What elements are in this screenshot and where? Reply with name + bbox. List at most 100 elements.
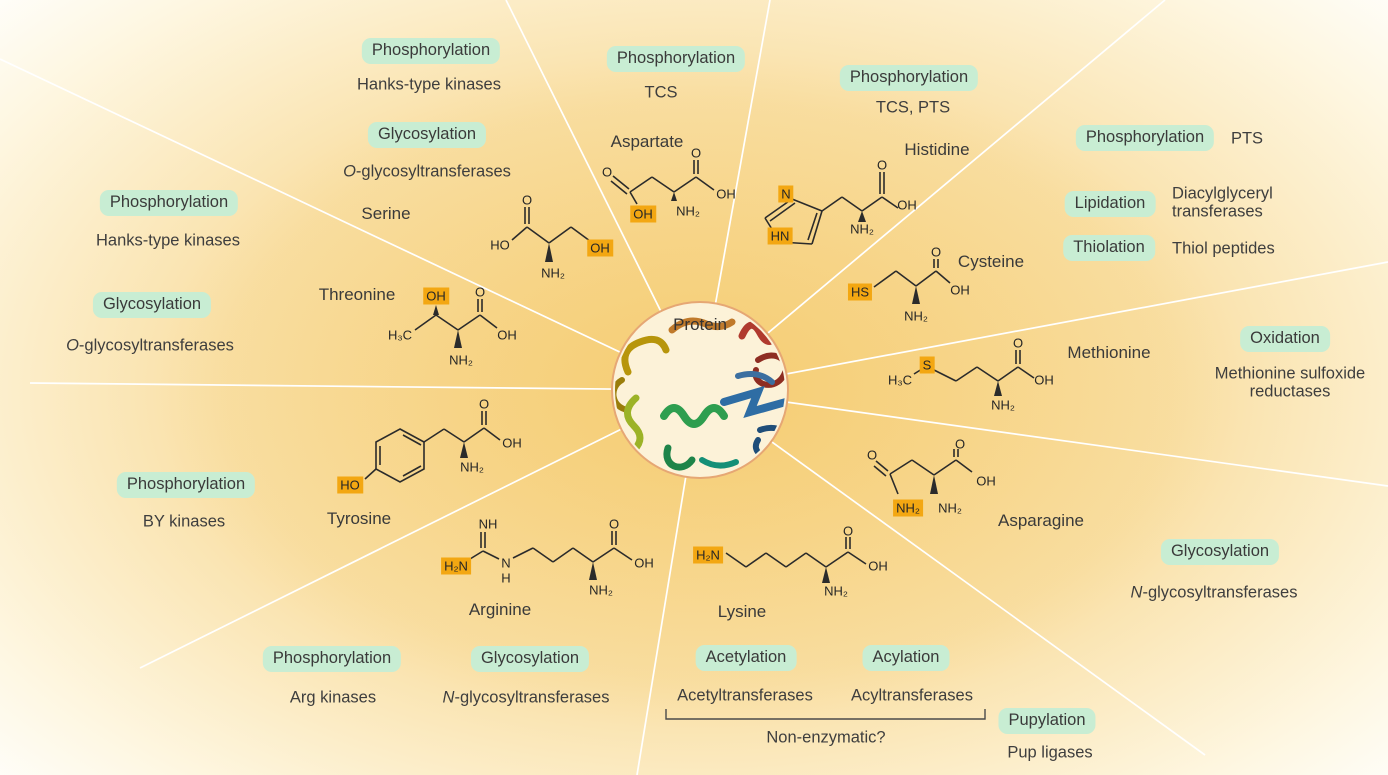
divider-methionine-asparagine <box>699 389 1388 487</box>
atom-label: O <box>876 157 888 173</box>
atom-label: H₃C <box>387 327 413 343</box>
atom-label: O <box>1012 335 1024 351</box>
enzymes-label-arginine-glycosylation: N-glycosyltransferases <box>442 688 610 707</box>
modification-badge-phosphorylation-serine: Phosphorylation <box>361 38 501 64</box>
atom-label: O <box>930 244 942 260</box>
protein-center-label: Protein <box>673 315 727 334</box>
atom-label-highlight: OH <box>630 205 656 223</box>
atom-label: O <box>474 284 486 300</box>
arginine-structure <box>469 531 633 580</box>
tyrosine-structure <box>364 411 501 483</box>
atom-label: NH₂ <box>449 352 473 368</box>
modification-badge-phosphorylation-threonine: Phosphorylation <box>99 190 239 216</box>
lysine-structure <box>725 537 867 583</box>
modification-badge-glycosylation-asparagine: Glycosylation <box>1160 539 1280 565</box>
modification-badge-acetylation-lysine: Acetylation <box>695 645 797 671</box>
atom-label-highlight: NH₂ <box>893 499 923 517</box>
atom-label: O <box>608 516 620 532</box>
amino-acid-label-cysteine: Cysteine <box>957 252 1025 271</box>
modification-badge-acylation-lysine: Acylation <box>862 645 950 671</box>
enzymes-label-lysine-acetylation: Acetyltransferases <box>677 686 813 705</box>
amino-acid-label-histidine: Histidine <box>904 140 970 159</box>
atom-label: NH₂ <box>850 221 874 237</box>
enzymes-label-cysteine-lipidation: Diacylglyceryl transferases <box>1172 184 1273 220</box>
amino-acid-label-asparagine: Asparagine <box>997 511 1085 530</box>
atom-label: NH₂ <box>460 459 484 475</box>
modification-badge-pupylation-lysine: Pupylation <box>998 708 1096 734</box>
atom-label: NH₂ <box>676 203 700 219</box>
enzymes-label-methionine-oxidation: Methionine sulfoxide reductases <box>1214 364 1366 400</box>
enzymes-label-tyrosine-phosphorylation: BY kinases <box>142 512 226 531</box>
atom-label: O <box>601 164 613 180</box>
atom-label-highlight: H₂N <box>441 557 471 575</box>
modification-badge-thiolation-cysteine: Thiolation <box>1063 235 1155 261</box>
atom-label-highlight: HS <box>847 283 873 301</box>
modification-badge-phosphorylation-tyrosine: Phosphorylation <box>116 472 256 498</box>
enzymes-label-serine-glycosylation: O-glycosyltransferases <box>343 162 511 181</box>
atom-label: O <box>954 436 966 452</box>
amino-acid-label-threonine: Threonine <box>318 285 396 304</box>
protein-circle <box>611 301 789 479</box>
atom-label: NH₂ <box>904 308 928 324</box>
divider-threonine-tyrosine <box>29 382 701 391</box>
enzymes-label-threonine-phosphorylation: Hanks-type kinases <box>96 231 240 250</box>
modification-badge-phosphorylation-cysteine: Phosphorylation <box>1075 125 1215 151</box>
atom-label: OH <box>976 473 996 489</box>
atom-label-highlight: HO <box>337 476 363 494</box>
atom-label-highlight: HN <box>767 227 793 245</box>
divider-asparagine-lysine <box>699 389 1206 756</box>
atom-label: NH₂ <box>938 500 962 516</box>
atom-label-highlight: OH <box>587 239 613 257</box>
amino-acid-label-methionine: Methionine <box>1067 343 1151 362</box>
modification-badge-lipidation-cysteine: Lipidation <box>1064 191 1156 217</box>
divider-histidine-cysteine <box>699 0 1166 391</box>
amino-acid-label-lysine: Lysine <box>717 602 767 621</box>
divider-arginine-tyrosine <box>139 389 701 669</box>
atom-label: OH <box>634 555 654 571</box>
atom-label: NH₂ <box>541 265 565 281</box>
atom-label: O <box>690 145 702 161</box>
atom-label: OH <box>502 435 522 451</box>
enzymes-label-arginine-phosphorylation: Arg kinases <box>289 688 377 707</box>
enzymes-label-lysine-acylation: Acyltransferases <box>851 686 973 705</box>
enzymes-label-serine-phosphorylation: Hanks-type kinases <box>357 75 501 94</box>
atom-label: OH <box>897 197 917 213</box>
modification-badge-oxidation-methionine: Oxidation <box>1240 326 1330 352</box>
atom-label-highlight: OH <box>423 287 449 305</box>
amino-acid-label-serine: Serine <box>361 204 411 223</box>
amino-acid-label-tyrosine: Tyrosine <box>326 509 392 528</box>
atom-label: NH <box>478 516 498 532</box>
enzymes-label-aspartate-phosphorylation: TCS <box>644 83 678 102</box>
modification-badge-phosphorylation-histidine: Phosphorylation <box>839 65 979 91</box>
enzymes-label-asparagine-glycosylation: N-glycosyltransferases <box>1130 583 1298 602</box>
cysteine-structure <box>873 259 951 304</box>
amino-acid-label-arginine: Arginine <box>468 600 532 619</box>
atom-label: O <box>478 396 490 412</box>
enzymes-label-threonine-glycosylation: O-glycosyltransferases <box>66 336 234 355</box>
atom-label: N <box>501 555 511 571</box>
atom-label: OH <box>868 558 888 574</box>
atom-label: OH <box>950 282 970 298</box>
atom-label: H₃C <box>887 372 913 388</box>
enzymes-label-cysteine-thiolation: Thiol peptides <box>1172 239 1275 258</box>
atom-label: O <box>521 192 533 208</box>
atom-label: NH₂ <box>991 397 1015 413</box>
modification-badge-phosphorylation-aspartate: Phosphorylation <box>606 46 746 72</box>
enzymes-label-histidine-phosphorylation: TCS, PTS <box>875 98 951 117</box>
atom-label-highlight: N <box>778 185 794 203</box>
serine-structure <box>511 207 591 262</box>
modification-badge-phosphorylation-arginine: Phosphorylation <box>262 646 402 672</box>
chemical-bonds <box>364 160 1035 583</box>
divider-serine-threonine <box>0 58 701 391</box>
atom-label: HO <box>490 237 510 253</box>
non-enzymatic-bracket <box>665 709 986 720</box>
modification-badge-glycosylation-arginine: Glycosylation <box>470 646 590 672</box>
aspartate-structure <box>610 160 715 205</box>
atom-label-highlight: S <box>919 356 935 374</box>
atom-label: NH₂ <box>824 583 848 599</box>
asparagine-structure <box>873 449 973 495</box>
atom-label: O <box>842 523 854 539</box>
modification-badge-glycosylation-serine: Glycosylation <box>367 122 487 148</box>
